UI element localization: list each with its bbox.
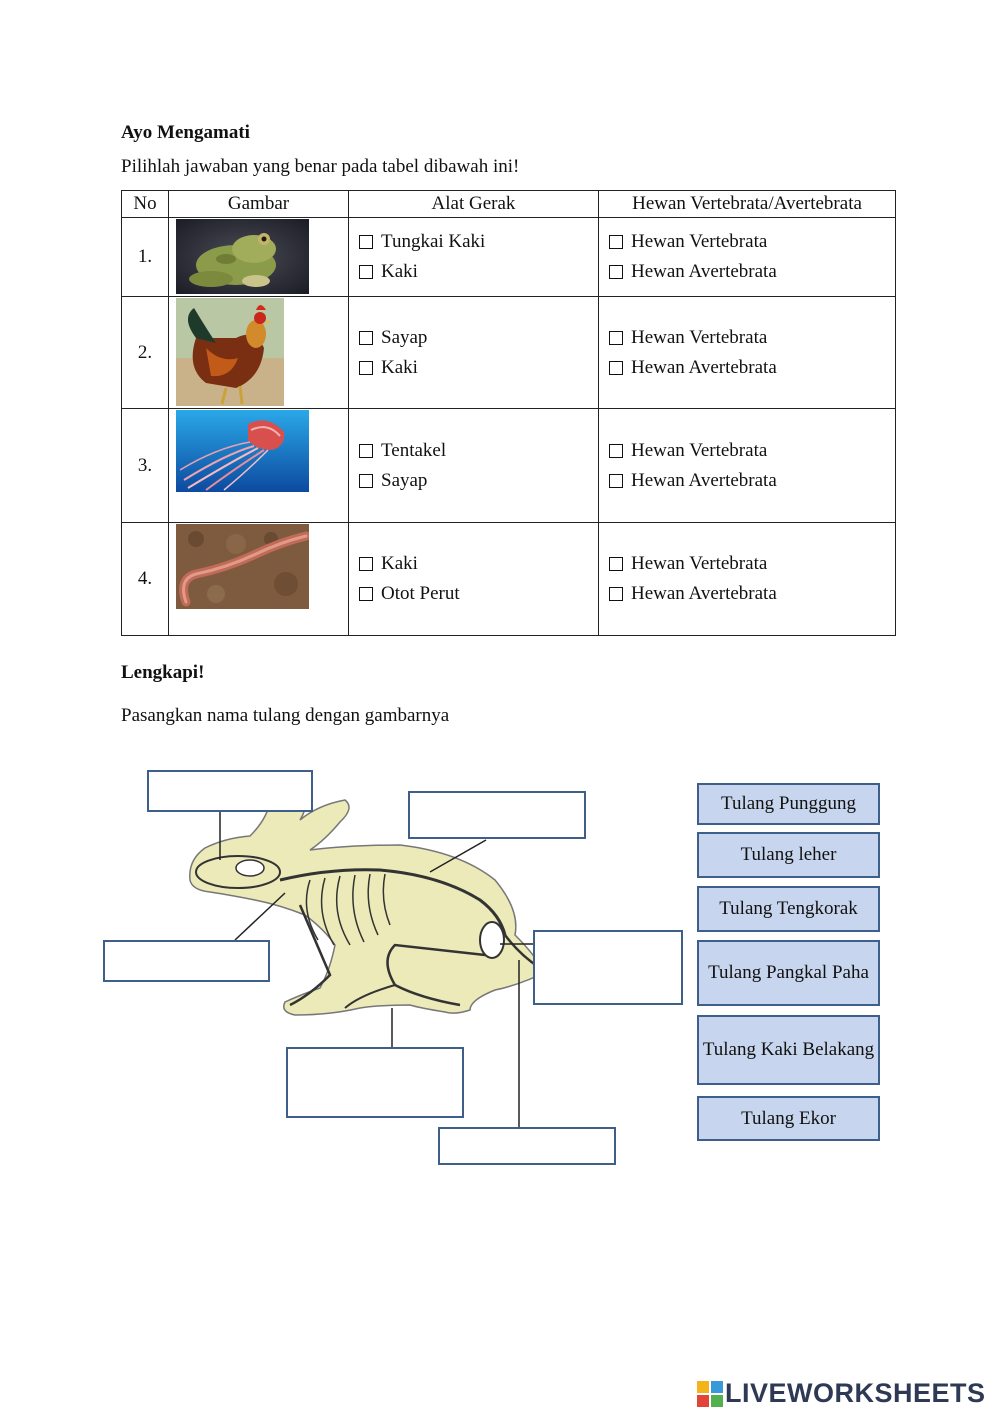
checkbox[interactable]	[609, 557, 623, 571]
answer-drop-box[interactable]	[438, 1127, 616, 1165]
option-label: Tentakel	[381, 439, 447, 461]
logo-icon	[697, 1380, 723, 1407]
answer-drop-box[interactable]	[147, 770, 313, 812]
row-number: 4.	[121, 522, 169, 636]
option-label: Hewan Avertebrata	[631, 583, 777, 604]
header-hewan: Hewan Vertebrata/Avertebrata	[598, 190, 896, 218]
answer-drop-box[interactable]	[286, 1047, 464, 1118]
checkbox[interactable]	[609, 265, 623, 279]
table-header-row: No Gambar Alat Gerak Hewan Vertebrata/Av…	[121, 190, 896, 218]
row-image-cell	[168, 217, 349, 297]
checkbox[interactable]	[609, 330, 623, 345]
label-tulang-kaki-belakang[interactable]: Tulang Kaki Belakang	[697, 1015, 880, 1085]
liveworksheets-logo: LIVEWORKSHEETS	[697, 1378, 986, 1409]
option-label: Hewan Vertebrata	[631, 231, 768, 252]
row-image-cell	[168, 522, 349, 636]
table-row: 4. Kaki Otot Perut Hewan Vertebrata Hewa…	[121, 522, 896, 636]
row-number: 1.	[121, 217, 169, 297]
label-tulang-tengkorak[interactable]: Tulang Tengkorak	[697, 886, 880, 932]
checkbox[interactable]	[609, 360, 623, 375]
jellyfish-image	[176, 410, 309, 492]
option-label: Tungkai Kaki	[381, 231, 486, 252]
label-tulang-ekor[interactable]: Tulang Ekor	[697, 1096, 880, 1141]
label-tulang-leher[interactable]: Tulang leher	[697, 832, 880, 878]
option-label: Hewan Avertebrata	[631, 356, 777, 378]
row-image-cell	[168, 296, 349, 409]
hewan-cell: Hewan Vertebrata Hewan Avertebrata	[598, 408, 896, 523]
option-label: Hewan Avertebrata	[631, 469, 777, 491]
option-label: Hewan Vertebrata	[631, 553, 768, 574]
checkbox[interactable]	[359, 473, 373, 488]
table-row: 3. Tentakel Sayap Hewan Vertebrata	[121, 408, 896, 523]
checkbox[interactable]	[359, 557, 373, 571]
option-label: Hewan Avertebrata	[631, 261, 777, 282]
section-heading-observe: Ayo Mengamati	[121, 122, 250, 143]
hewan-cell: Hewan Vertebrata Hewan Avertebrata	[598, 296, 896, 409]
spine-shape	[279, 868, 507, 936]
checkbox[interactable]	[359, 443, 373, 458]
checkbox[interactable]	[359, 235, 373, 249]
table-row: 1. Tungkai Kaki Kaki Hewan Vertebrata	[121, 217, 896, 297]
frog-image	[176, 219, 309, 294]
option-label: Sayap	[381, 326, 428, 348]
alat-gerak-cell: Tentakel Sayap	[348, 408, 599, 523]
section-heading-complete: Lengkapi!	[121, 662, 205, 683]
label-tulang-punggung[interactable]: Tulang Punggung	[697, 783, 880, 825]
checkbox[interactable]	[359, 360, 373, 375]
animal-table: No Gambar Alat Gerak Hewan Vertebrata/Av…	[121, 190, 896, 636]
row-number: 2.	[121, 296, 169, 409]
logo-text: LIVEWORKSHEETS	[725, 1378, 986, 1408]
table-row: 2. Sayap Kaki Hew	[121, 296, 896, 409]
option-label: Hewan Vertebrata	[631, 326, 768, 348]
instruction-text: Pilihlah jawaban yang benar pada tabel d…	[121, 156, 520, 177]
checkbox[interactable]	[359, 330, 373, 345]
hewan-cell: Hewan Vertebrata Hewan Avertebrata	[598, 217, 896, 297]
earthworm-image	[176, 524, 309, 609]
option-label: Kaki	[381, 356, 418, 378]
row-image-cell	[168, 408, 349, 523]
header-gambar: Gambar	[168, 190, 349, 218]
alat-gerak-cell: Sayap Kaki	[348, 296, 599, 409]
row-number: 3.	[121, 408, 169, 523]
checkbox[interactable]	[609, 587, 623, 601]
pelvis-shape	[479, 921, 505, 959]
alat-gerak-cell: Tungkai Kaki Kaki	[348, 217, 599, 297]
header-alat-gerak: Alat Gerak	[348, 190, 599, 218]
option-label: Hewan Vertebrata	[631, 439, 768, 461]
answer-drop-box[interactable]	[533, 930, 683, 1005]
checkbox[interactable]	[609, 235, 623, 249]
answer-drop-box[interactable]	[103, 940, 270, 982]
rabbit-skeleton-diagram	[189, 788, 552, 1127]
alat-gerak-cell: Kaki Otot Perut	[348, 522, 599, 636]
option-label: Kaki	[381, 553, 418, 574]
label-tulang-pangkal-paha[interactable]: Tulang Pangkal Paha	[697, 940, 880, 1006]
checkbox[interactable]	[609, 473, 623, 488]
skull-shape	[195, 855, 281, 889]
checkbox[interactable]	[359, 265, 373, 279]
option-label: Sayap	[381, 469, 428, 491]
rooster-image	[176, 298, 284, 406]
checkbox[interactable]	[359, 587, 373, 601]
instruction-text: Pasangkan nama tulang dengan gambarnya	[121, 705, 450, 726]
answer-drop-box[interactable]	[408, 791, 586, 839]
option-label: Otot Perut	[381, 583, 460, 604]
hewan-cell: Hewan Vertebrata Hewan Avertebrata	[598, 522, 896, 636]
option-label: Kaki	[381, 261, 418, 282]
header-no: No	[121, 190, 169, 218]
checkbox[interactable]	[609, 443, 623, 458]
